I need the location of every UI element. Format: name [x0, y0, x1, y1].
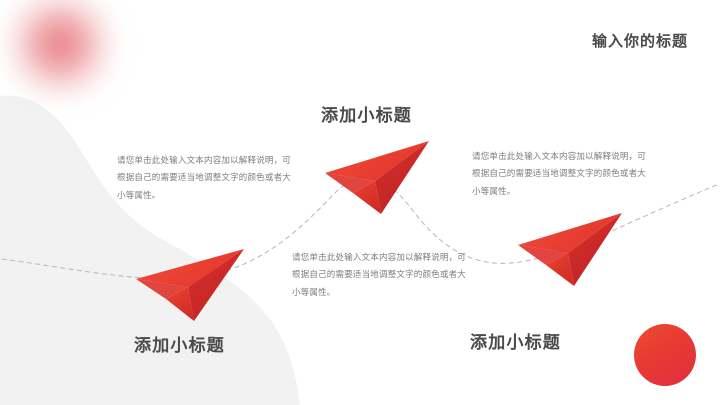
blurred-pink-circle-icon	[8, 0, 112, 96]
paper-plane-icon	[136, 249, 252, 323]
block-1-heading: 添加小标题	[134, 336, 225, 355]
page-title: 输入你的标题	[591, 33, 688, 50]
block-3-heading: 添加小标题	[470, 333, 561, 352]
block-3-body-text: 请您单击此处输入文本内容加以解释说明，可根据自己的需要适当地调整文字的颜色或者大…	[472, 151, 647, 196]
block-2-body-text: 请您单击此处输入文本内容加以解释说明，可根据自己的需要适当地调整文字的颜色或者大…	[292, 252, 467, 297]
block-1-body-text: 请您单击此处输入文本内容加以解释说明，可根据自己的需要适当地调整文字的颜色或者大…	[117, 155, 292, 200]
paper-plane-icon	[325, 141, 437, 215]
block-2-heading: 添加小标题	[321, 106, 412, 125]
paper-plane-icon	[518, 213, 630, 287]
red-gradient-circle-icon	[634, 324, 696, 386]
